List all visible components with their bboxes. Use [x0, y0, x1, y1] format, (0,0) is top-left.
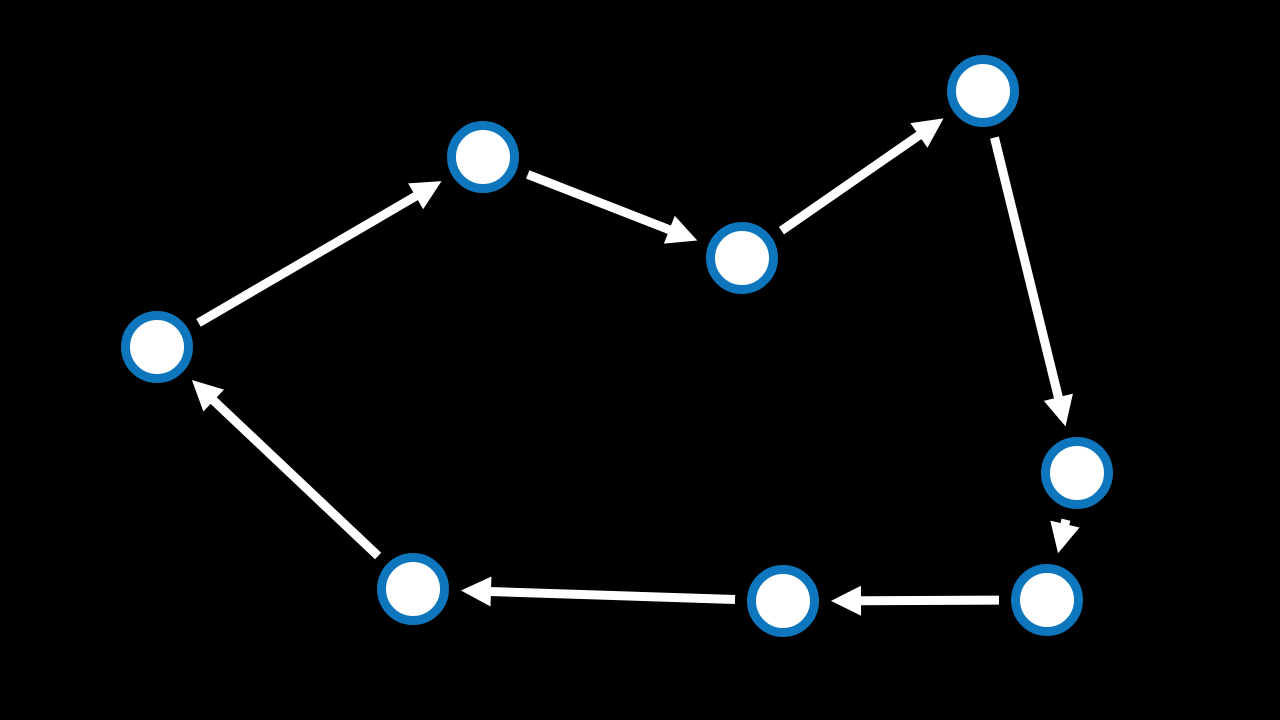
- edge-arrowhead: [408, 181, 442, 210]
- graph-node[interactable]: [1011, 564, 1083, 636]
- graph-edge[interactable]: [831, 585, 1000, 616]
- nodes-layer: [121, 55, 1113, 637]
- graph-edge[interactable]: [191, 379, 382, 560]
- node-fill: [1015, 568, 1079, 632]
- node-ring: [947, 55, 1019, 127]
- graph-edge[interactable]: [526, 170, 698, 244]
- graph-edge[interactable]: [460, 576, 736, 607]
- node-fill: [751, 569, 815, 633]
- graph-node[interactable]: [747, 565, 819, 637]
- node-fill: [951, 59, 1015, 123]
- edge-line: [526, 170, 673, 235]
- node-ring: [1041, 437, 1113, 509]
- node-ring: [377, 553, 449, 625]
- edge-line: [196, 191, 420, 327]
- edge-arrowhead: [1050, 520, 1080, 554]
- edge-arrowhead: [910, 118, 944, 148]
- node-ring: [447, 121, 519, 193]
- node-fill: [710, 226, 774, 290]
- graph-edge[interactable]: [990, 136, 1073, 427]
- edge-line: [858, 595, 1000, 606]
- node-fill: [451, 125, 515, 189]
- edge-arrowhead: [191, 379, 224, 412]
- edge-arrowhead: [460, 576, 492, 607]
- node-fill: [381, 557, 445, 621]
- node-ring: [1011, 564, 1083, 636]
- graph-node[interactable]: [121, 311, 193, 383]
- edge-arrowhead: [1043, 393, 1073, 427]
- edge-line: [778, 130, 924, 235]
- graph-node[interactable]: [447, 121, 519, 193]
- graph-edge[interactable]: [1050, 518, 1080, 554]
- edge-line: [990, 136, 1064, 401]
- graph-node[interactable]: [706, 222, 778, 294]
- graph-edge[interactable]: [778, 118, 944, 235]
- node-ring: [706, 222, 778, 294]
- edge-arrowhead: [831, 585, 862, 616]
- edge-line: [488, 586, 736, 604]
- edge-line: [209, 395, 382, 560]
- node-fill: [1045, 441, 1109, 505]
- node-fill: [125, 315, 189, 379]
- graph-node[interactable]: [1041, 437, 1113, 509]
- node-ring: [747, 565, 819, 637]
- edges-layer: [191, 118, 1080, 616]
- node-ring: [121, 311, 193, 383]
- graph-node[interactable]: [947, 55, 1019, 127]
- edge-arrowhead: [663, 215, 698, 244]
- graph-edge[interactable]: [196, 181, 442, 327]
- graph-node[interactable]: [377, 553, 449, 625]
